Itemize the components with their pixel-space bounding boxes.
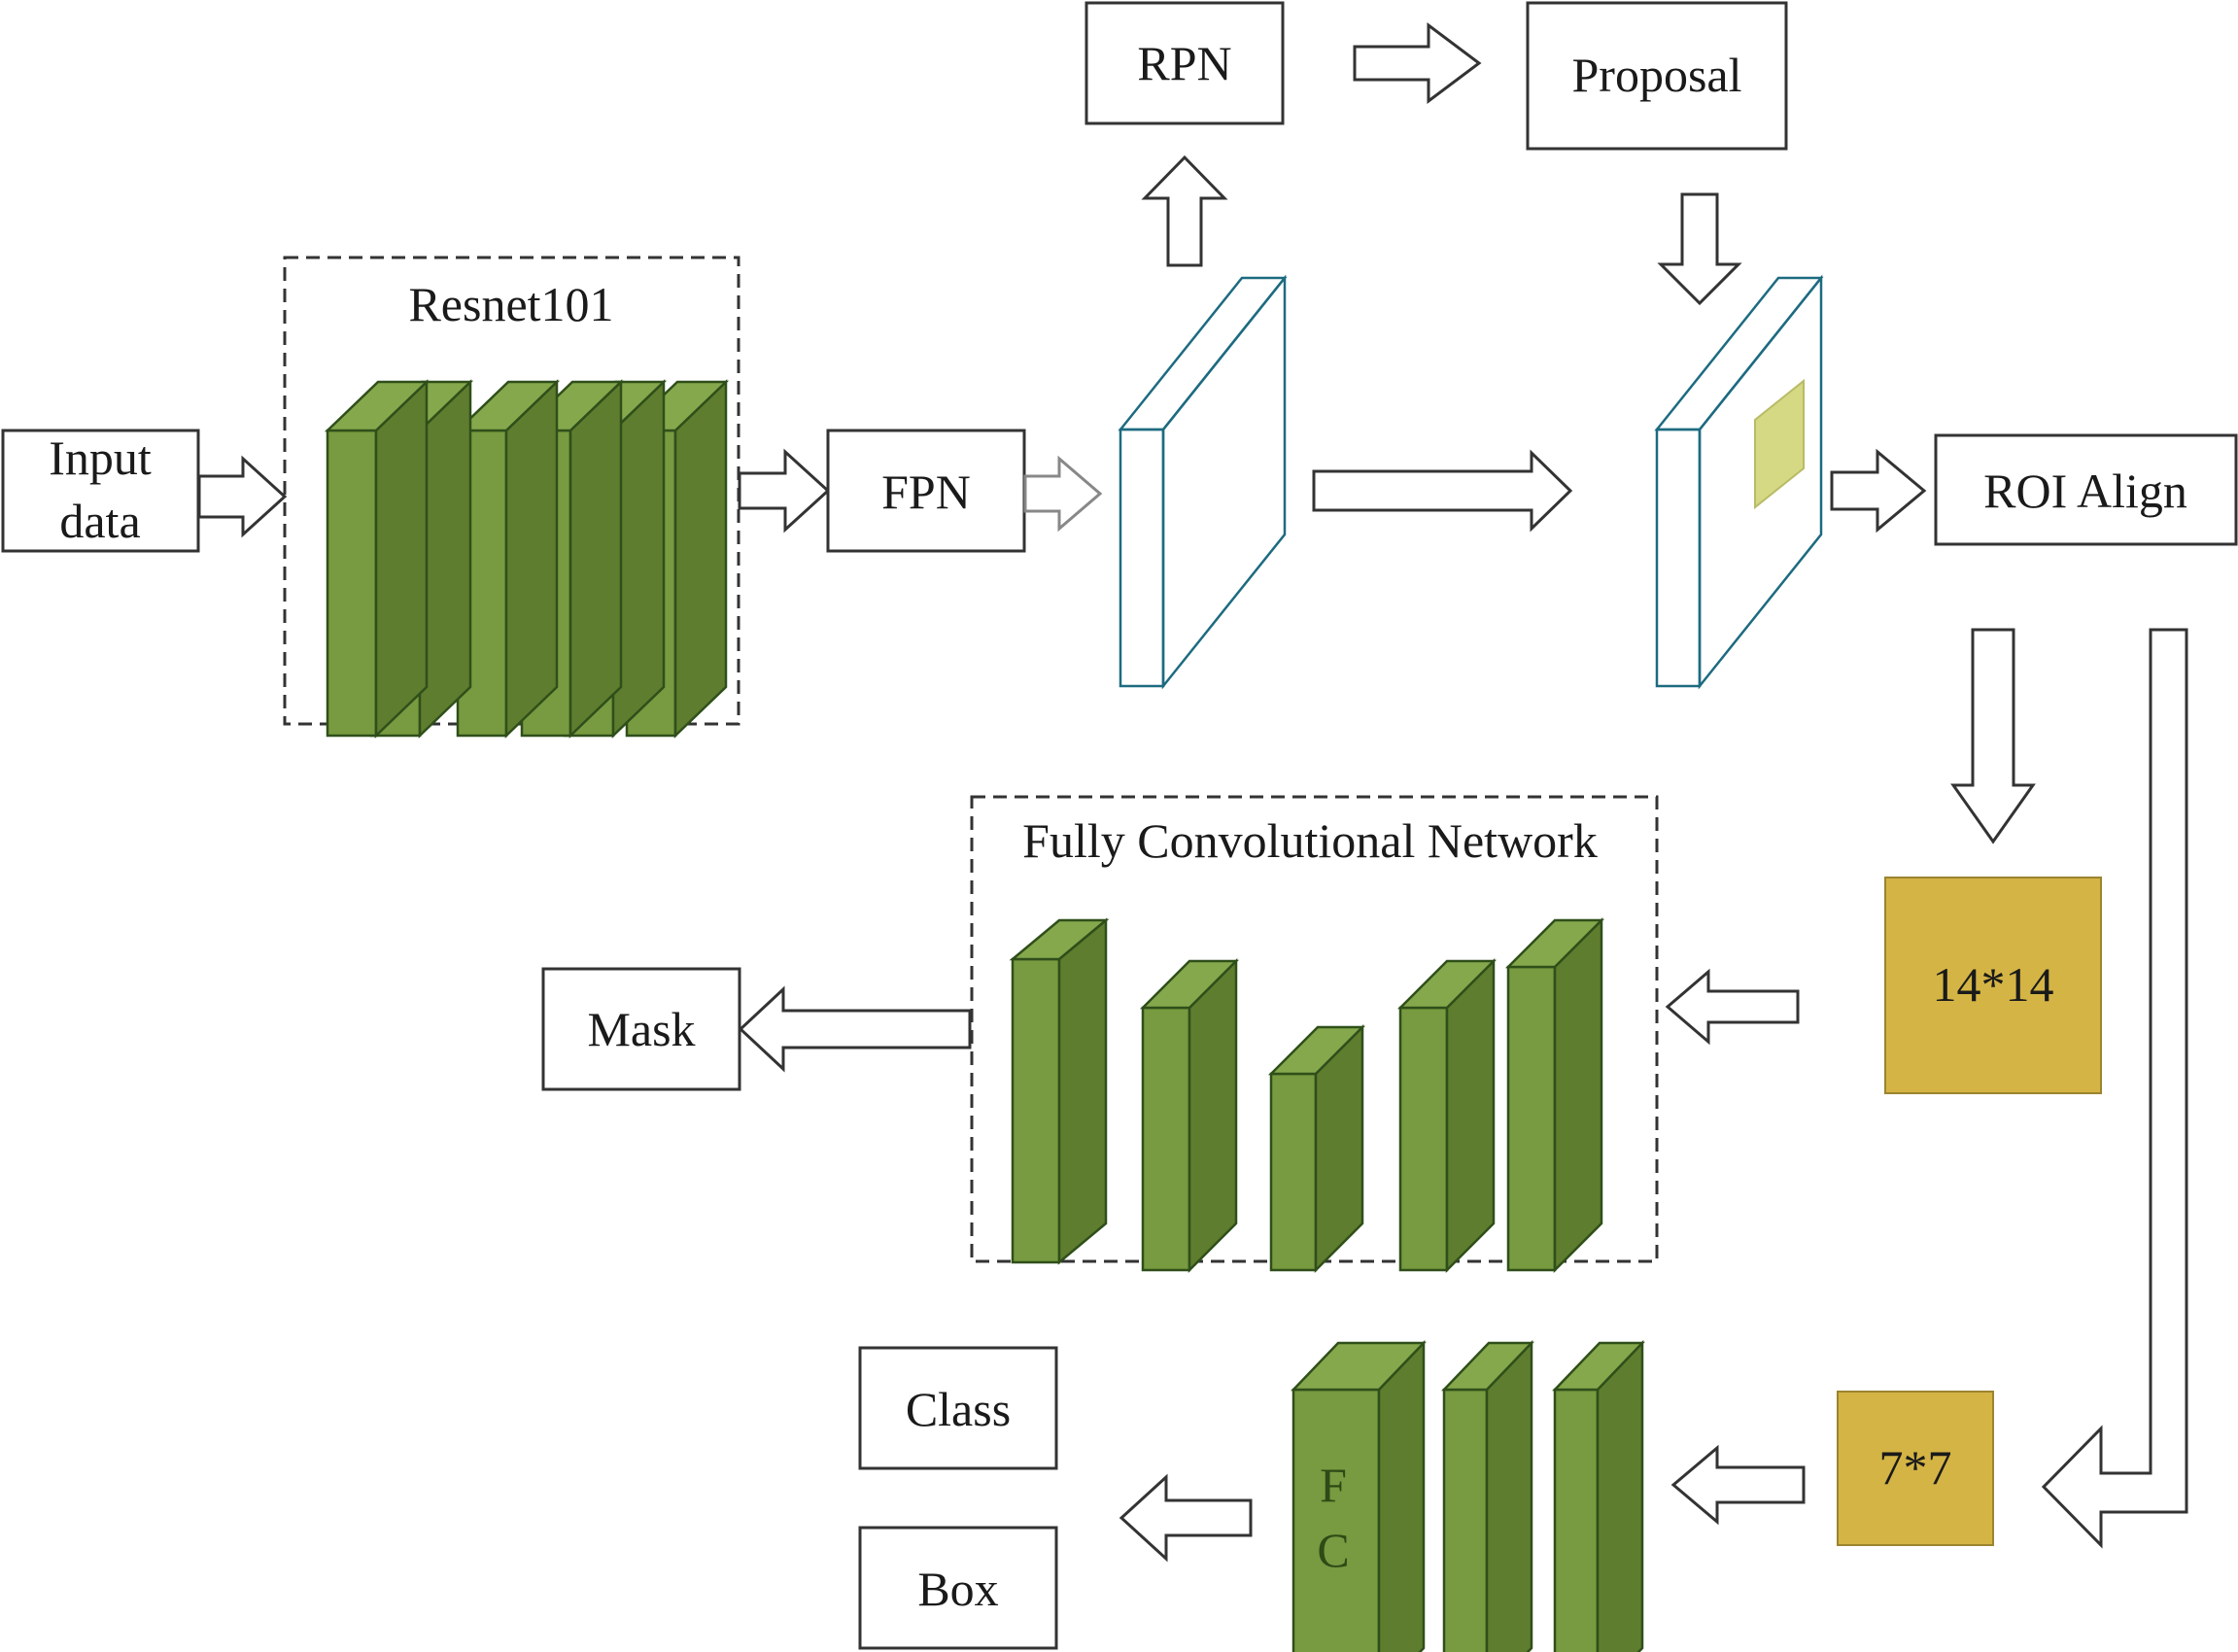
fc-layer-front bbox=[1442, 1388, 1489, 1652]
class-node: Class bbox=[858, 1346, 1058, 1470]
feature-map-1 bbox=[1118, 274, 1288, 690]
fcn-layer-stack bbox=[1009, 916, 1605, 1274]
fpn-node: FPN bbox=[826, 429, 1026, 553]
fc-layer bbox=[1552, 1339, 1645, 1652]
rpn-node: RPN bbox=[1085, 1, 1285, 125]
fcn-layer-front bbox=[1011, 957, 1061, 1264]
resnet-layer-front bbox=[326, 429, 378, 738]
resnet-layer bbox=[324, 379, 430, 739]
feature-map-1-side bbox=[1161, 274, 1287, 690]
resnet101-group: Resnet101 bbox=[283, 256, 740, 739]
fc-label-f: F bbox=[1320, 1458, 1347, 1512]
fcn-layer-front bbox=[1506, 965, 1557, 1272]
arrow-input-to-resnet bbox=[197, 455, 288, 538]
roi-align-node: ROI Align bbox=[1934, 433, 2238, 546]
arrow-feature-map-to-roi-map bbox=[1312, 449, 1573, 533]
fcn-layer-front bbox=[1141, 1006, 1191, 1272]
fpn-label: FPN bbox=[881, 465, 971, 519]
fc-layer-front bbox=[1553, 1388, 1600, 1652]
class-label: Class bbox=[906, 1382, 1011, 1436]
arrow-roi-align-to-7x7 bbox=[2041, 628, 2188, 1549]
fcn-layer bbox=[1267, 1023, 1366, 1274]
fcn-layer-side bbox=[1188, 957, 1238, 1274]
resnet-layer-side bbox=[374, 379, 429, 739]
mask-label: Mask bbox=[587, 1002, 695, 1056]
roi-align-label: ROI Align bbox=[1983, 464, 2187, 518]
fc-layer-top bbox=[1291, 1341, 1427, 1392]
fc-layer-front bbox=[1291, 1388, 1381, 1652]
arrow-7x7-to-fc bbox=[1670, 1444, 1806, 1526]
arrow-rpn-to-proposal bbox=[1353, 22, 1482, 104]
roi-region bbox=[1754, 378, 1805, 510]
arrow-fcn-to-mask bbox=[738, 985, 972, 1073]
box-node: Box bbox=[858, 1526, 1058, 1650]
fcn-layer-top bbox=[1267, 1025, 1366, 1076]
fcn-layer-side bbox=[1553, 916, 1603, 1274]
fcn-layer-top bbox=[1396, 959, 1498, 1010]
resnet-layer-side bbox=[673, 379, 728, 739]
fcn-layer-top bbox=[1009, 918, 1110, 961]
box-label: Box bbox=[917, 1562, 998, 1616]
rpn-label: RPN bbox=[1137, 36, 1231, 90]
feature-map-1-front bbox=[1119, 428, 1165, 688]
resnet-layer-top bbox=[454, 380, 561, 432]
resnet-layer-stack bbox=[324, 379, 730, 739]
resnet-layer bbox=[454, 379, 561, 739]
fcn-layer-front bbox=[1398, 1006, 1449, 1272]
resnet-layer-side bbox=[504, 379, 559, 739]
roi-7x7-label: 7*7 bbox=[1879, 1440, 1952, 1495]
fcn-layer-front bbox=[1269, 1072, 1318, 1272]
arrow-proposal-to-feature-map bbox=[1657, 192, 1742, 306]
roi-7x7-box bbox=[1837, 1391, 1994, 1546]
resnet-layer-top bbox=[324, 380, 430, 432]
arrow-14x14-to-fcn bbox=[1665, 968, 1800, 1046]
fcn-group: Fully Convolutional Network bbox=[970, 795, 1659, 1274]
resnet101-title: Resnet101 bbox=[408, 277, 613, 331]
arrow-fpn-to-feature-map bbox=[1023, 455, 1103, 533]
mask-node: Mask bbox=[541, 967, 741, 1091]
fc-layer bbox=[1441, 1339, 1534, 1652]
feature-map-1-top bbox=[1118, 276, 1288, 431]
roi-14x14-box bbox=[1884, 877, 2102, 1094]
fcn-layer bbox=[1009, 917, 1110, 1265]
arrow-roi-map-to-roi-align bbox=[1830, 448, 1927, 533]
fcn-layer-top bbox=[1504, 918, 1605, 969]
fcn-layer-side bbox=[1057, 917, 1108, 1265]
fc-layer-top bbox=[1552, 1341, 1645, 1392]
proposal-node: Proposal bbox=[1526, 1, 1788, 151]
input-data-node: Input data bbox=[1, 429, 200, 553]
fc-layer-stack bbox=[1291, 1339, 1645, 1652]
input-data-label-line1: Input bbox=[49, 430, 152, 485]
arrow-feature-map-to-rpn bbox=[1141, 155, 1228, 267]
feature-map-2 bbox=[1654, 274, 1824, 690]
proposal-label: Proposal bbox=[1572, 48, 1742, 102]
fcn-title: Fully Convolutional Network bbox=[1022, 813, 1598, 868]
fcn-layer-side bbox=[1445, 957, 1496, 1274]
roi-14x14-label: 14*14 bbox=[1933, 957, 2054, 1012]
arrow-roi-align-to-14x14 bbox=[1950, 628, 2036, 844]
arrow-fc-to-outputs bbox=[1119, 1473, 1253, 1563]
resnet-layer-side bbox=[568, 379, 623, 739]
arrow-resnet-to-fpn bbox=[738, 448, 831, 533]
fcn-layer bbox=[1139, 957, 1240, 1274]
fc-layer-side bbox=[1377, 1339, 1426, 1652]
feature-map-2-top bbox=[1654, 276, 1824, 431]
feature-map-2-front bbox=[1655, 428, 1702, 688]
fc-layer-top bbox=[1441, 1341, 1534, 1392]
fcn-layer-top bbox=[1139, 959, 1240, 1010]
fcn-layer bbox=[1396, 957, 1498, 1274]
fc-label-c: C bbox=[1317, 1523, 1349, 1577]
fc-layer-side bbox=[1485, 1339, 1533, 1652]
roi-7x7-node: 7*7 bbox=[1837, 1391, 1994, 1546]
fc-layer bbox=[1291, 1339, 1427, 1652]
fcn-layer bbox=[1504, 916, 1605, 1274]
fc-layer-side bbox=[1596, 1339, 1644, 1652]
input-data-label-line2: data bbox=[59, 494, 140, 548]
roi-14x14-node: 14*14 bbox=[1884, 877, 2102, 1094]
